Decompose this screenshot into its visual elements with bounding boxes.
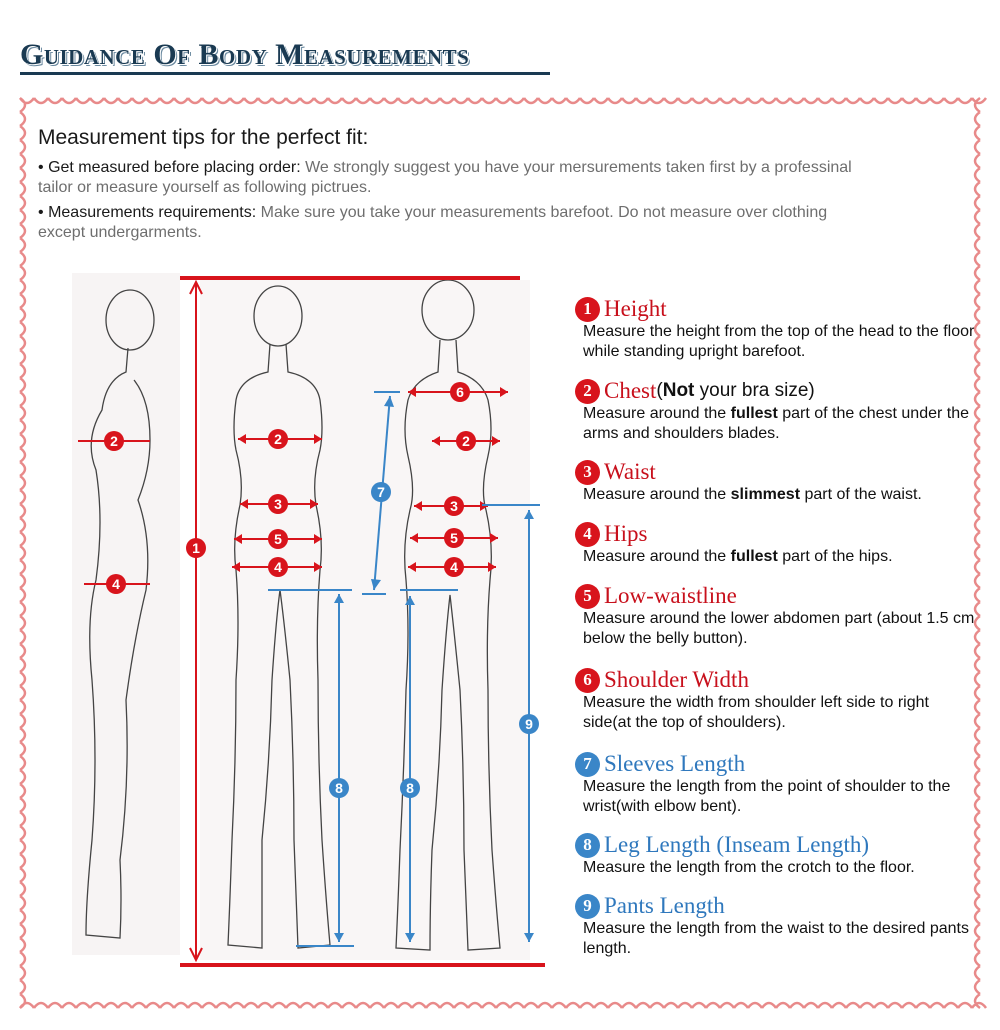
legend-title: 2 Chest (Not your bra size) (575, 378, 980, 404)
measurement-marker-2: 2 (104, 431, 124, 451)
measurement-marker-6: 6 (450, 382, 470, 402)
legend-title: 3 Waist (575, 459, 980, 485)
tips-heading: Measurement tips for the perfect fit: (38, 126, 369, 149)
tip-text: Make sure you take your measurements bar… (38, 204, 828, 241)
svg-text:2: 2 (274, 431, 282, 447)
svg-text:1: 1 (192, 540, 200, 556)
legend-title-text: Hips (604, 521, 648, 546)
legend-title-text: Low-waistline (604, 583, 737, 608)
side-figure (85, 289, 155, 939)
legend-desc: Measure the length from the waist to the… (583, 920, 969, 957)
legend-number: 4 (575, 521, 600, 547)
legend-item-leg-length: 8 Leg Length (Inseam Length) Measure the… (575, 832, 980, 878)
legend-title: 5 Low-waistline (575, 583, 980, 609)
legend-number: 7 (575, 751, 600, 777)
svg-text:9: 9 (525, 716, 533, 732)
legend-item-waist: 3 Waist Measure around the slimmest part… (575, 459, 980, 505)
legend-title-text: Chest (604, 378, 657, 403)
legend-desc: Measure the length from the point of sho… (583, 778, 951, 815)
tip-lead: Get measured before placing order: (48, 159, 301, 176)
legend-number: 9 (575, 893, 600, 919)
tip-lead: Measurements requirements: (48, 204, 257, 221)
measurement-marker-3: 3 (444, 496, 464, 516)
legend-item-sleeves-length: 7 Sleeves Length Measure the length from… (575, 751, 980, 817)
legend-item-shoulder-width: 6 Shoulder Width Measure the width from … (575, 667, 980, 733)
legend-title-text: Leg Length (Inseam Length) (604, 832, 870, 857)
page-title: Guidance Of Body Measurements (20, 38, 470, 71)
legend-title-text: Pants Length (604, 893, 725, 918)
legend-title-text: Waist (604, 459, 656, 484)
legend-note: (Not your bra size) (656, 380, 815, 401)
legend-title-text: Shoulder Width (604, 667, 749, 692)
svg-text:3: 3 (274, 496, 282, 512)
measurement-marker-3: 3 (268, 494, 288, 514)
svg-text:4: 4 (274, 559, 282, 575)
legend-desc: Measure around the fullest part of the h… (583, 548, 893, 565)
legend-number: 2 (575, 378, 600, 404)
figure-panel-front-back (200, 280, 530, 960)
legend-number: 1 (575, 296, 600, 322)
tip-bullet: • (38, 204, 44, 221)
svg-text:4: 4 (112, 576, 120, 592)
measurement-marker-4: 4 (268, 557, 288, 577)
title-underline (20, 72, 550, 75)
legend-number: 8 (575, 832, 600, 858)
svg-text:5: 5 (450, 530, 458, 546)
legend-title-text: Sleeves Length (604, 751, 746, 776)
legend-item-hips: 4 Hips Measure around the fullest part o… (575, 521, 980, 567)
measurement-marker-5: 5 (268, 529, 288, 549)
tip-item: • Get measured before placing order: We … (38, 158, 878, 198)
measurement-marker-7: 7 (371, 482, 391, 502)
legend-item-chest: 2 Chest (Not your bra size) Measure arou… (575, 378, 980, 444)
svg-text:6: 6 (456, 384, 464, 400)
legend-title: 6 Shoulder Width (575, 667, 980, 693)
svg-text:5: 5 (274, 531, 282, 547)
legend-title: 8 Leg Length (Inseam Length) (575, 832, 980, 858)
svg-text:8: 8 (335, 780, 343, 796)
measurement-marker-1: 1 (186, 538, 206, 558)
measurement-marker-5: 5 (444, 528, 464, 548)
measurement-marker-9: 9 (519, 714, 539, 734)
svg-text:7: 7 (377, 484, 385, 500)
measurement-marker-2: 2 (268, 429, 288, 449)
legend-title: 1 Height (575, 296, 980, 322)
legend-number: 3 (575, 459, 600, 485)
legend-desc: Measure the width from shoulder left sid… (583, 694, 929, 731)
measurement-marker-2: 2 (456, 431, 476, 451)
legend-desc: Measure around the lower abdomen part (a… (583, 610, 975, 647)
svg-text:8: 8 (406, 780, 414, 796)
figure-panel-side (72, 273, 180, 955)
legend-title: 9 Pants Length (575, 893, 980, 919)
measurement-marker-4: 4 (444, 557, 464, 577)
svg-text:3: 3 (450, 498, 458, 514)
tip-item: • Measurements requirements: Make sure y… (38, 203, 878, 243)
tip-text: We strongly suggest you have your mersur… (38, 159, 852, 196)
legend-number: 6 (575, 667, 600, 693)
legend-desc: Measure the length from the crotch to th… (583, 859, 915, 876)
legend-item-height: 1 Height Measure the height from the top… (575, 296, 980, 362)
svg-text:4: 4 (450, 559, 458, 575)
legend-item-pants-length: 9 Pants Length Measure the length from t… (575, 893, 980, 959)
measurement-marker-8: 8 (329, 778, 349, 798)
legend-desc: Measure around the slimmest part of the … (583, 486, 922, 503)
legend-desc: Measure around the fullest part of the c… (583, 405, 970, 442)
measurement-marker-8: 8 (400, 778, 420, 798)
legend-number: 5 (575, 583, 600, 609)
legend-desc: Measure the height from the top of the h… (583, 323, 975, 360)
measurement-marker-4: 4 (106, 574, 126, 594)
svg-text:2: 2 (462, 433, 470, 449)
legend-title: 7 Sleeves Length (575, 751, 980, 777)
legend-title: 4 Hips (575, 521, 980, 547)
legend-title-text: Height (604, 296, 667, 321)
svg-text:2: 2 (110, 433, 118, 449)
tip-bullet: • (38, 159, 44, 176)
legend-item-low-waistline: 5 Low-waistline Measure around the lower… (575, 583, 980, 649)
